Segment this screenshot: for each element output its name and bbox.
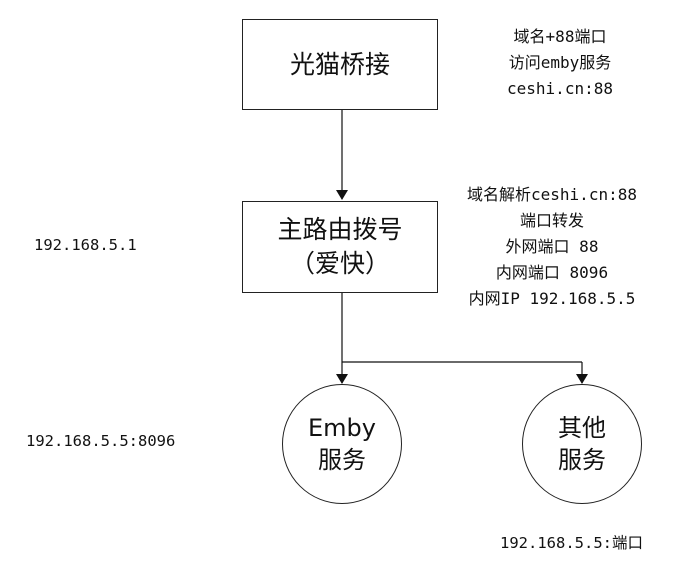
main-router-sublabel: （爱快） xyxy=(289,249,390,278)
access-note-line: 访问emby服务 xyxy=(508,53,612,72)
emby-address-label: 192.168.5.5:8096 xyxy=(26,432,176,450)
emby-service-node: Emby 服务 xyxy=(282,384,402,504)
router-ip-label: 192.168.5.1 xyxy=(34,236,137,254)
other-service-node: 其他 服务 xyxy=(522,384,642,504)
port-forward-note-line: 端口转发 xyxy=(519,211,584,230)
port-forward-note-line: 内网IP 192.168.5.5 xyxy=(468,289,636,308)
emby-service-label: Emby xyxy=(308,414,376,442)
main-router-node: 主路由拨号 （爱快） xyxy=(242,201,438,293)
port-forward-note: 域名解析ceshi.cn:88 端口转发 外网端口 88 内网端口 8096 内… xyxy=(440,182,664,312)
access-note-line: 域名+88端口 xyxy=(513,27,607,46)
other-address-label: 192.168.5.5:端口 xyxy=(500,534,643,552)
modem-bridge-node: 光猫桥接 xyxy=(242,19,438,110)
modem-bridge-label: 光猫桥接 xyxy=(289,49,390,79)
access-note-line: ceshi.cn:88 xyxy=(507,79,613,98)
port-forward-note-line: 外网端口 88 xyxy=(505,237,599,256)
other-service-label: 其他 xyxy=(558,414,606,442)
emby-service-sublabel: 服务 xyxy=(318,446,366,474)
port-forward-note-line: 域名解析ceshi.cn:88 xyxy=(467,185,637,204)
access-note: 域名+88端口 访问emby服务 ceshi.cn:88 xyxy=(470,24,650,102)
other-service-sublabel: 服务 xyxy=(558,446,606,474)
main-router-label: 主路由拨号 xyxy=(277,215,403,244)
port-forward-note-line: 内网端口 8096 xyxy=(495,263,609,282)
